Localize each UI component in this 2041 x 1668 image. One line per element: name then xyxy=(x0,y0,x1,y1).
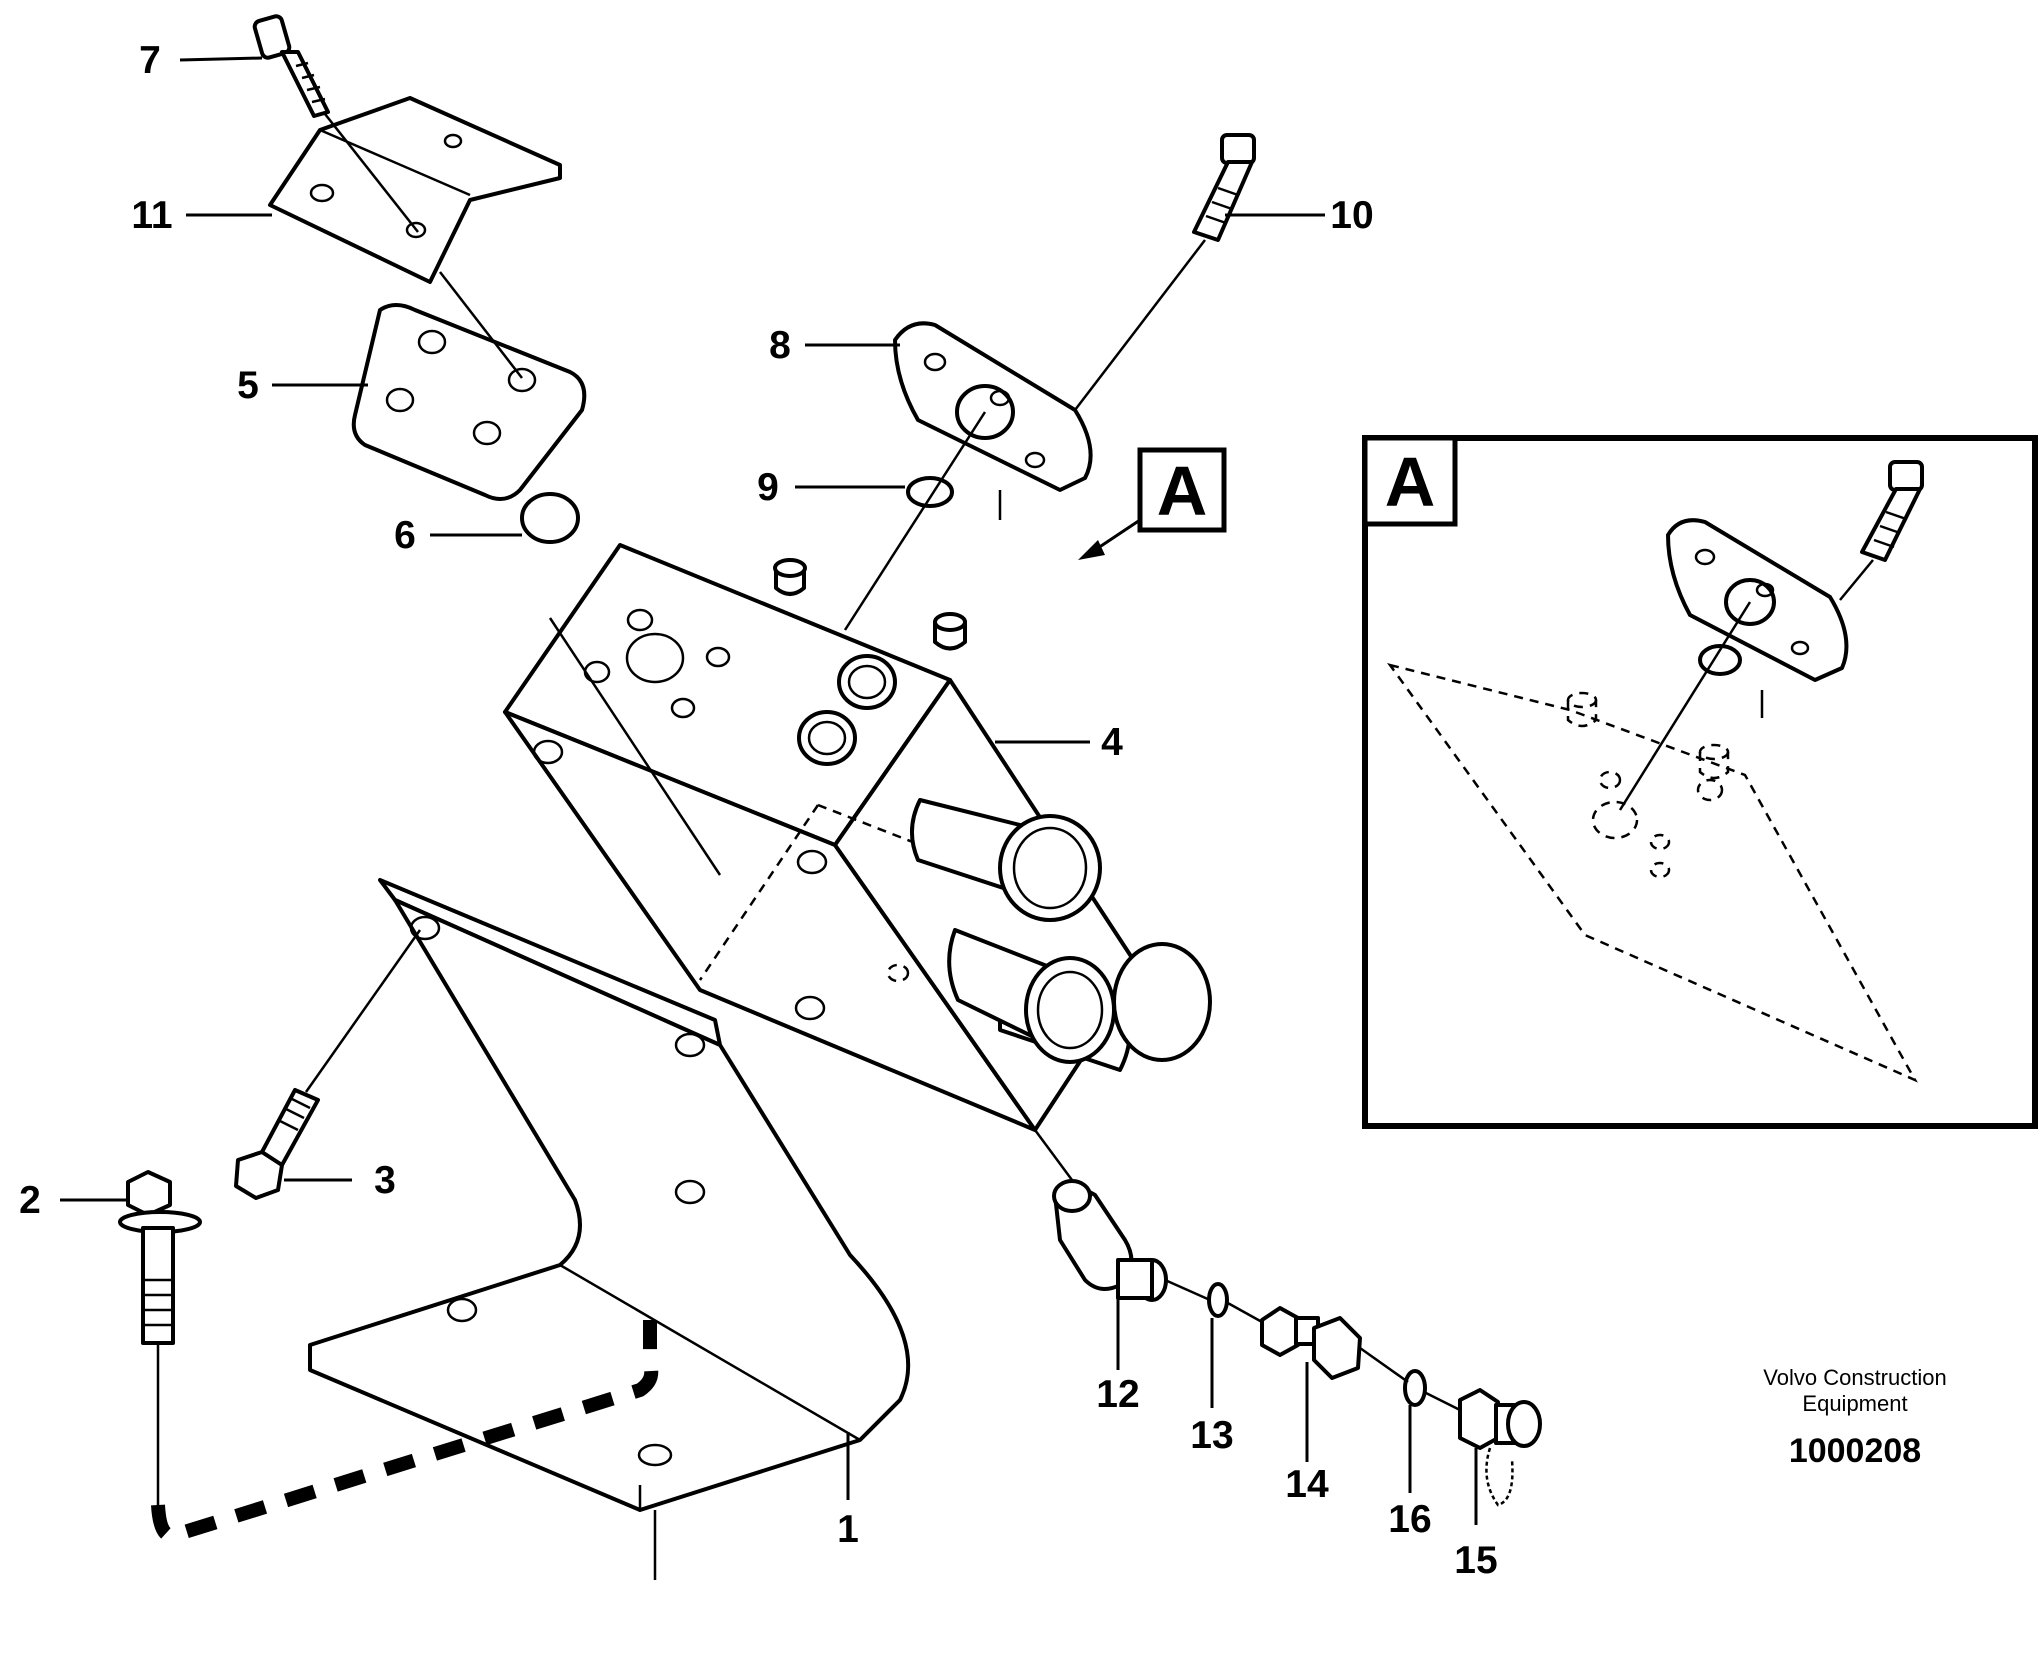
callout-1: 1 xyxy=(837,1508,859,1551)
part-13-o-ring xyxy=(1207,1282,1229,1318)
part-11-top-plate xyxy=(268,96,562,284)
floor-dashed-outline xyxy=(151,1320,659,1543)
callout-7: 7 xyxy=(139,39,161,82)
part-9-o-ring xyxy=(906,476,954,508)
view-marker-a: A xyxy=(1078,447,1227,560)
part-10-screw xyxy=(843,133,1256,631)
callout-6: 6 xyxy=(394,514,416,557)
callout-3: 3 xyxy=(374,1159,396,1202)
callout-leaders xyxy=(60,56,1478,1525)
company-name-line2: Equipment xyxy=(1802,1391,1907,1416)
part-8-flange xyxy=(893,321,1093,520)
callout-8: 8 xyxy=(769,324,791,367)
footer-credit: Volvo Construction Equipment 1000208 xyxy=(1763,1365,1946,1470)
part-15-quick-coupling xyxy=(1458,1388,1542,1507)
part-7-screw xyxy=(252,14,419,233)
part-6-o-ring xyxy=(520,492,580,544)
callout-14: 14 xyxy=(1285,1463,1329,1506)
company-name-line1: Volvo Construction xyxy=(1763,1365,1946,1390)
callout-10: 10 xyxy=(1330,194,1373,237)
part-12-elbow-fitting xyxy=(1052,1179,1168,1302)
callout-5: 5 xyxy=(237,364,259,407)
callout-15: 15 xyxy=(1454,1539,1497,1582)
part-2-bolt xyxy=(118,1170,202,1510)
detail-view-label: A xyxy=(1385,443,1436,521)
document-number: 1000208 xyxy=(1789,1432,1921,1470)
part-1-mounting-bracket xyxy=(308,878,911,1580)
callout-12: 12 xyxy=(1096,1373,1139,1416)
callout-9: 9 xyxy=(757,466,779,509)
part-3-bolt xyxy=(234,929,422,1200)
callout-2: 2 xyxy=(19,1179,41,1222)
detail-view-a: A xyxy=(1362,435,2038,1129)
part-4-valve-block xyxy=(503,543,1212,1132)
callout-4: 4 xyxy=(1101,721,1123,764)
part-16-o-ring xyxy=(1403,1369,1427,1407)
part-5-plate xyxy=(351,271,587,501)
view-marker-label: A xyxy=(1157,452,1208,530)
callout-11: 11 xyxy=(131,194,172,237)
callout-16: 16 xyxy=(1388,1498,1431,1541)
part-14-adapter xyxy=(1260,1306,1362,1380)
callout-13: 13 xyxy=(1190,1414,1233,1457)
